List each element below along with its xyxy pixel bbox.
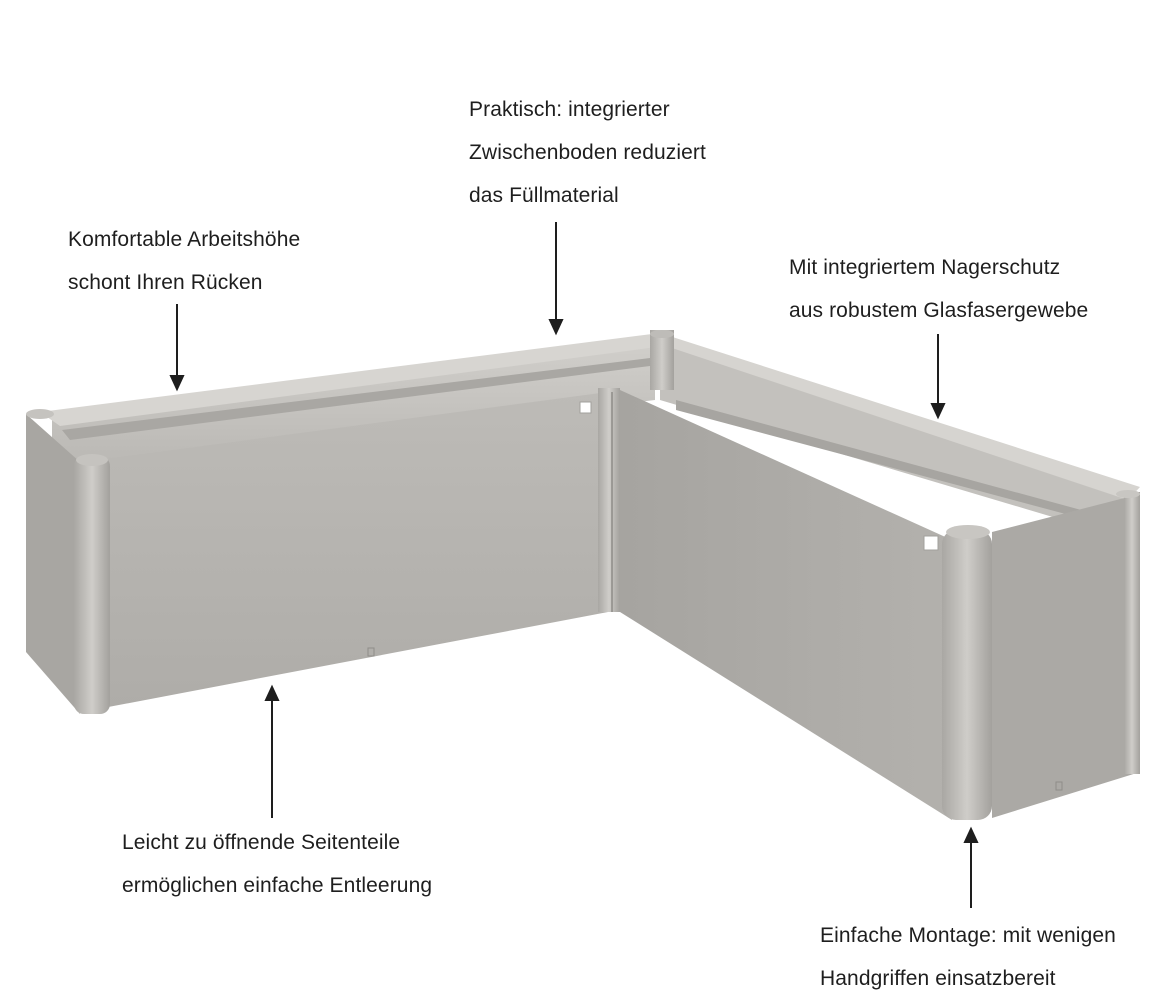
right-rim — [660, 333, 1140, 500]
inner-rail-back — [62, 358, 650, 440]
annotation-line: schont Ihren Rücken — [68, 271, 263, 294]
front-right-panel — [620, 390, 952, 820]
right-inner-wall — [660, 340, 1130, 540]
annotation-line: ermöglichen einfache Entleerung — [122, 874, 433, 897]
annotation-assembly: Einfache Montage: mit wenigen Handgriffe… — [820, 914, 1116, 1000]
annotation-side-panels: Leicht zu öffnende Seitenteile ermöglich… — [122, 821, 432, 907]
annotation-work-height: Komfortable Arbeitshöhe schont Ihren Rüc… — [68, 218, 300, 304]
right-end-face — [992, 494, 1140, 818]
right-front-post — [942, 530, 992, 820]
annotation-line: Einfache Montage: mit wenigen — [820, 924, 1116, 947]
back-rim — [40, 333, 672, 426]
annotation-line: Mit integriertem Nagerschutz — [789, 256, 1061, 279]
annotation-line: das Füllmaterial — [469, 184, 619, 207]
annotation-false-floor: Praktisch: integrierter Zwischenboden re… — [469, 88, 706, 217]
annotation-line: Praktisch: integrierter — [469, 98, 670, 121]
annotation-line: aus robustem Glasfasergewebe — [789, 299, 1089, 322]
inner-corner-post — [598, 388, 620, 612]
inner-rail-right — [676, 400, 1118, 528]
annotation-line: Komfortable Arbeitshöhe — [68, 228, 301, 251]
annotation-line: Handgriffen einsatzbereit — [820, 967, 1056, 990]
annotation-line: Zwischenboden reduziert — [469, 141, 706, 164]
annotation-line: Leicht zu öffnende Seitenteile — [122, 831, 401, 854]
annotation-arrows — [169, 222, 979, 908]
left-front-post — [74, 456, 110, 714]
front-long-panel — [82, 392, 608, 712]
back-corner-post — [650, 330, 674, 390]
annotation-rodent-guard: Mit integriertem Nagerschutz aus robuste… — [789, 246, 1088, 332]
left-end-face — [26, 414, 80, 714]
